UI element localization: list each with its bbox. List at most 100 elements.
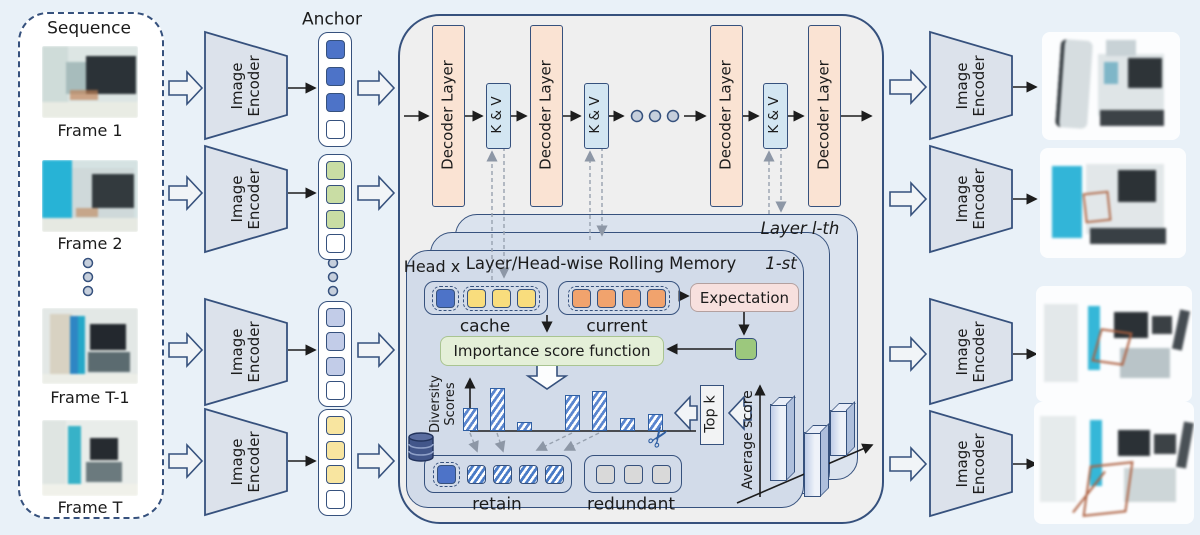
diversity-scores-axis-label: Diversity Scores [428, 375, 458, 433]
kv-cache-3 [763, 83, 788, 149]
anchor-tokens-frame-1 [318, 32, 352, 147]
image-encoder-label: Image Encoder [227, 321, 263, 383]
ellipsis-dot [630, 109, 644, 123]
frame-2-label: Frame 2 [57, 234, 123, 254]
kv-label: K & V [489, 96, 506, 134]
ellipsis-dot [82, 285, 94, 297]
head-x-label: Head x [403, 257, 461, 277]
current-token-group [568, 285, 670, 311]
frame-t-photo [42, 420, 138, 496]
redundant-label: redundant [586, 494, 676, 515]
diversity-bars [462, 377, 698, 431]
frame-2-photo [42, 160, 138, 232]
image-encoder-trapezoid [929, 297, 1013, 406]
image-encoder-label: Image Encoder [227, 431, 263, 493]
top-k-label: Top k [702, 395, 719, 433]
image-encoder-label: Image Encoder [952, 321, 988, 383]
redundant-box [584, 455, 682, 493]
frame-1-label: Frame 1 [57, 121, 123, 141]
retain-label: retain [472, 494, 522, 515]
image-encoder-trapezoid [204, 30, 288, 141]
reconstruction-frame-t-1 [1036, 286, 1192, 402]
kv-dashed-arrow [535, 432, 573, 451]
kv-dashed-arrow [563, 432, 600, 451]
diversity-bar [490, 388, 505, 431]
anchor-tokens-frame-2 [318, 154, 352, 260]
ellipsis-dot [648, 109, 662, 123]
retain-anchor-group [432, 461, 460, 487]
current-token-box [558, 281, 680, 315]
image-encoder-label: Image Encoder [952, 433, 988, 495]
kv-cache-1 [486, 83, 511, 149]
importance-score-box: Importance score function [440, 336, 664, 366]
top-k-box [700, 385, 724, 445]
cache-token-box [424, 281, 548, 315]
block-arrow [889, 68, 928, 106]
diversity-bar [463, 408, 478, 431]
kv-dashed-arrow [468, 432, 479, 453]
reconstruction-frame-1 [1042, 32, 1180, 140]
image-encoder-label: Image Encoder [227, 55, 263, 117]
decoder-layer-4 [808, 25, 841, 207]
anchor-label: Anchor [302, 9, 362, 30]
average-score-bar [804, 432, 821, 497]
retain-box [424, 455, 572, 493]
decoder-layer-1 [432, 25, 465, 207]
cache-anchor-group [432, 285, 459, 311]
kv-label: K & V [587, 96, 604, 134]
block-arrow [357, 442, 396, 480]
block-arrow [168, 442, 204, 480]
layer-l-th-label: Layer l-th [760, 218, 840, 238]
block-arrow [727, 394, 752, 432]
average-score-axis-label: Average score [739, 390, 756, 490]
block-arrow [168, 331, 204, 369]
decoder-layer-3 [710, 25, 743, 207]
diversity-bar [565, 395, 580, 431]
ellipsis-dot [327, 271, 339, 283]
block-arrow [357, 331, 396, 369]
block-arrow [889, 335, 928, 373]
kv-dashed-arrow [494, 432, 506, 453]
rolling-memory-title: Layer/Head-wise Rolling Memory [465, 253, 737, 273]
image-encoder-trapezoid [929, 30, 1013, 141]
block-arrow [168, 69, 204, 107]
image-encoder-trapezoid [929, 144, 1013, 254]
ellipsis-dot [82, 257, 94, 269]
block-arrow [357, 174, 396, 212]
frame-t-1-label: Frame T-1 [50, 388, 130, 408]
cache-label: cache [459, 316, 511, 337]
average-score-bar [830, 410, 847, 456]
current-label: current [586, 316, 648, 337]
image-encoder-trapezoid [204, 407, 288, 517]
kv-label: K & V [766, 96, 783, 134]
block-arrow [673, 394, 698, 432]
image-encoder-label: Image Encoder [952, 55, 988, 117]
image-encoder-trapezoid [204, 144, 288, 254]
block-arrow [357, 69, 396, 107]
cache-token-group [463, 285, 540, 311]
image-encoder-trapezoid [929, 409, 1013, 518]
kv-cache-2 [584, 83, 609, 149]
ellipsis-dot [82, 271, 94, 283]
database-icon [408, 432, 434, 462]
block-arrow [889, 180, 928, 218]
first-layer-label: 1-st [765, 253, 797, 273]
expectation-label: Expectation [699, 288, 790, 307]
average-score-bar [770, 404, 787, 481]
frame-t-label: Frame T [57, 498, 123, 518]
importance-score-label: Importance score function [453, 342, 651, 360]
block-arrow [168, 174, 204, 212]
ellipsis-dot [327, 285, 339, 297]
expectation-token [735, 338, 757, 360]
diversity-bar [592, 391, 607, 431]
decoder-layer-2 [530, 25, 563, 207]
expectation-box: Expectation [690, 283, 799, 312]
image-encoder-trapezoid [204, 297, 288, 407]
block-arrow [889, 445, 928, 483]
decoder-layer-label: Decoder Layer [438, 60, 457, 170]
diversity-bar [517, 422, 532, 431]
decoder-layer-label: Decoder Layer [536, 60, 555, 170]
anchor-tokens-frame-t [318, 409, 352, 516]
decoder-layer-label: Decoder Layer [814, 60, 833, 170]
